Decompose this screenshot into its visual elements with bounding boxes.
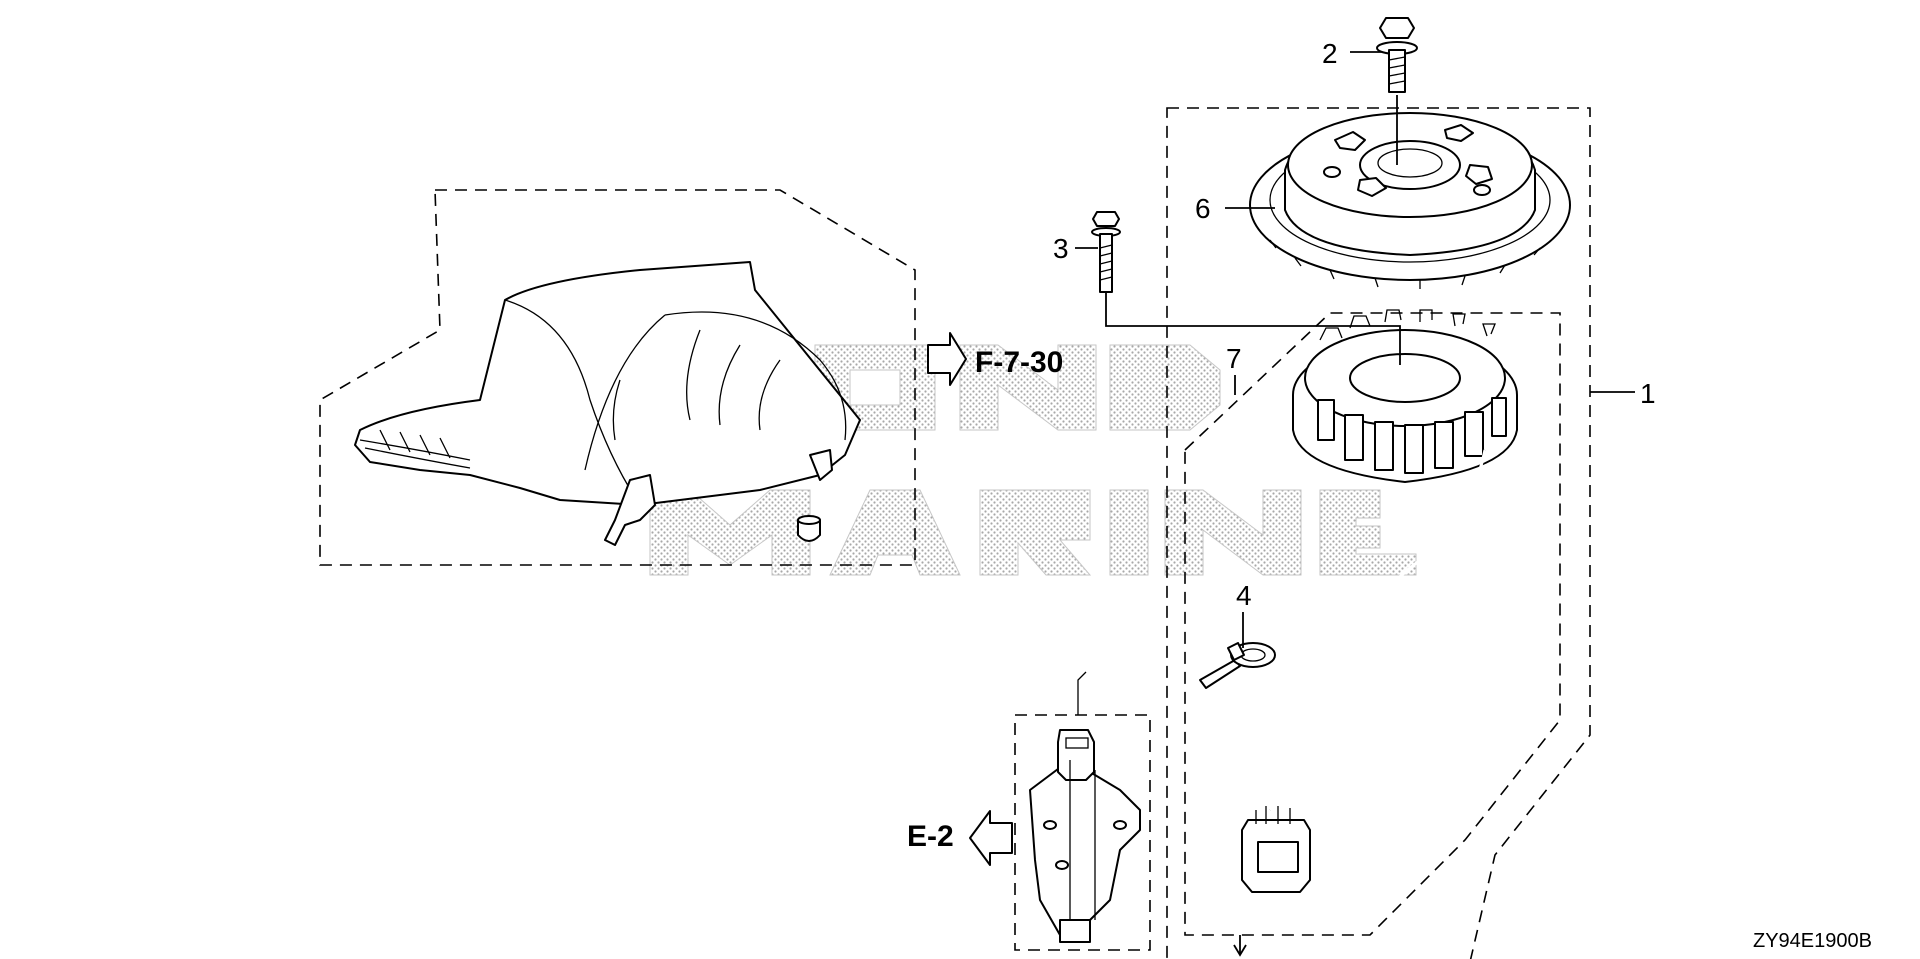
engine-cover-part <box>319 189 916 566</box>
screw-part <box>1091 211 1121 293</box>
bolt-part <box>1376 17 1418 93</box>
callout-7: 7 <box>1226 343 1242 374</box>
reference-arrow-lower <box>969 810 1013 866</box>
assembly-boundary <box>1166 107 1591 959</box>
callout-6: 6 <box>1195 193 1211 224</box>
callout-1: 1 <box>1640 378 1656 409</box>
callout-4: 4 <box>1236 580 1252 611</box>
stator-part <box>1241 309 1518 893</box>
reference-label-lower: E-2 <box>907 820 954 853</box>
flywheel-rotor-part <box>1249 112 1571 289</box>
leader-lines <box>1075 51 1635 957</box>
callout-2: 2 <box>1322 38 1338 69</box>
callout-3: 3 <box>1053 233 1069 264</box>
watermark-logo <box>649 344 1417 576</box>
regulator-part <box>1014 671 1151 951</box>
reference-label-upper: F-7-30 <box>975 346 1063 379</box>
diagram-code: ZY94E1900B <box>1753 930 1872 952</box>
clamp-part <box>1199 642 1276 689</box>
reference-arrow-upper <box>927 332 967 386</box>
